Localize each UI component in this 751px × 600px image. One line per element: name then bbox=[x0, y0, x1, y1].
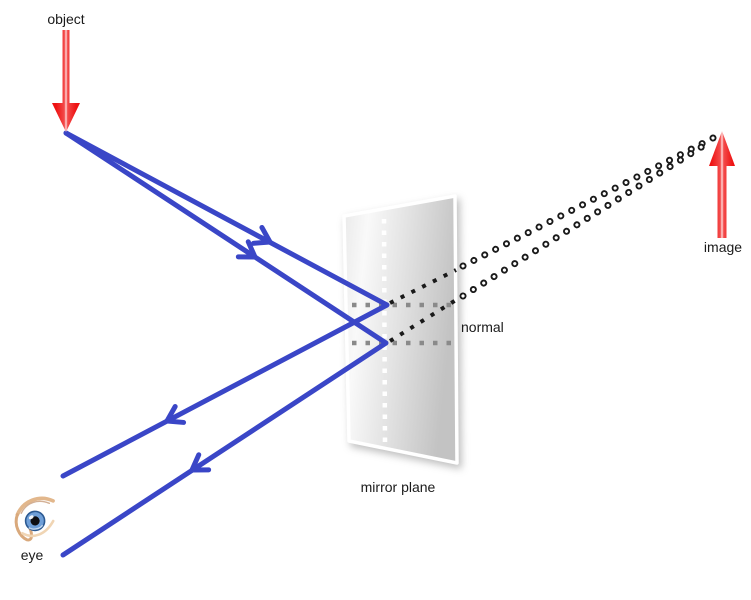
ray-direction-arrowheads bbox=[164, 224, 273, 473]
arrowhead-reflected-lower bbox=[189, 452, 212, 473]
virtual-ray-upper-inside-mirror bbox=[389, 268, 457, 305]
arrowhead-reflected-upper bbox=[164, 404, 187, 425]
image-arrow bbox=[709, 131, 735, 238]
normal-label: normal bbox=[461, 319, 504, 335]
image-label: image bbox=[703, 239, 743, 255]
object-arrow bbox=[52, 30, 80, 132]
object-label: object bbox=[47, 11, 85, 27]
mirror-plane-label: mirror plane bbox=[360, 479, 436, 495]
eye-icon bbox=[7, 492, 60, 549]
mirror-center-dotted-line bbox=[381, 218, 388, 448]
eye-label: eye bbox=[20, 547, 44, 563]
virtual-ray-lower-inside-mirror bbox=[388, 298, 458, 343]
light-ray-lower bbox=[60, 130, 389, 558]
arrowhead-incident-lower bbox=[235, 239, 258, 260]
virtual-ray-upper-extension bbox=[459, 134, 717, 270]
arrowhead-incident-upper bbox=[250, 224, 273, 246]
virtual-ray-lower-extension bbox=[459, 137, 715, 300]
light-ray-upper bbox=[60, 130, 390, 479]
